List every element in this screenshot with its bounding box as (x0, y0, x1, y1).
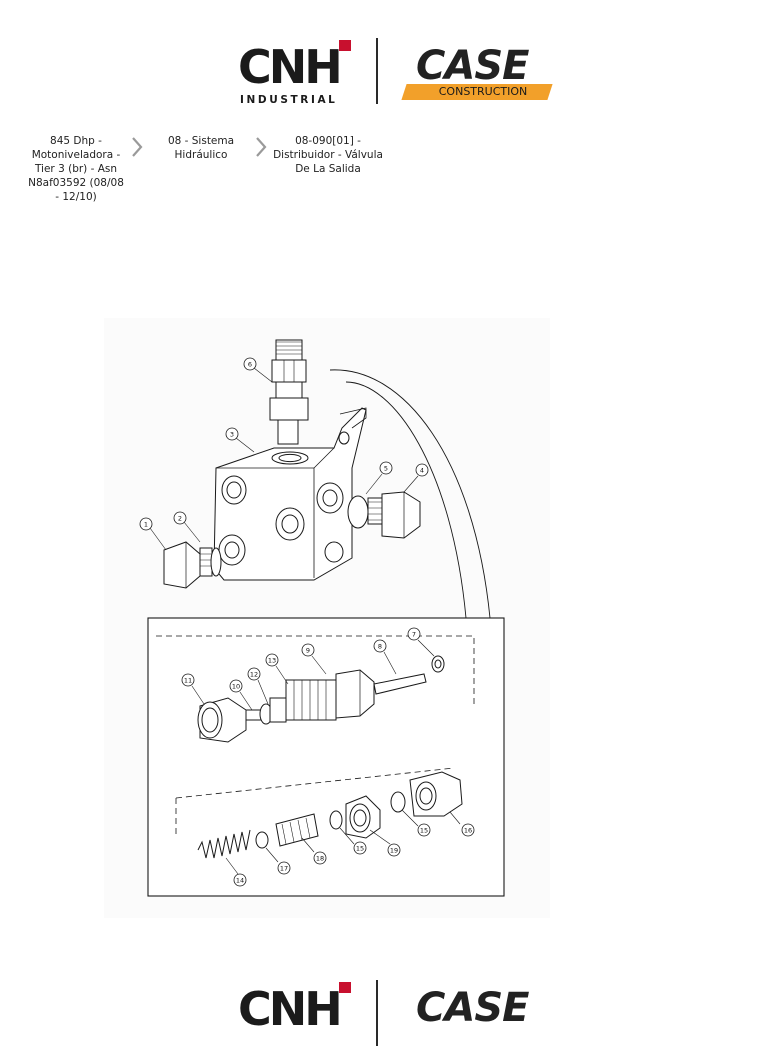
callout-17: 17 (265, 847, 291, 875)
cnh-logo-red-mark (339, 40, 351, 51)
svg-text:18: 18 (316, 855, 324, 863)
callout-6: 6 (243, 357, 273, 383)
callout-15a: 15 (339, 827, 367, 855)
breadcrumb: 845 Dhp - Motoniveladora - Tier 3 (br) -… (0, 132, 768, 212)
svg-text:6: 6 (248, 361, 252, 369)
header-logo-bar: CNH INDUSTRIAL CASE CONSTRUCTION (0, 36, 768, 116)
callout-4: 4 (403, 463, 429, 493)
svg-text:12: 12 (250, 671, 258, 679)
cnh-industrial-logo[interactable]: CNH INDUSTRIAL (238, 38, 352, 106)
callout-16: 16 (449, 811, 475, 837)
svg-text:4: 4 (420, 467, 424, 475)
svg-text:5: 5 (384, 465, 388, 473)
footer-logo-bar: CNH CASE (0, 978, 768, 1058)
callout-10: 10 (229, 679, 253, 711)
case-construction-logo[interactable]: CASE (404, 988, 556, 1046)
svg-text:17: 17 (280, 865, 288, 873)
svg-text:1: 1 (144, 521, 148, 529)
svg-text:10: 10 (232, 683, 240, 691)
case-construction-logo[interactable]: CASE CONSTRUCTION (401, 43, 556, 104)
svg-text:8: 8 (378, 643, 382, 651)
svg-text:15: 15 (420, 827, 428, 835)
callout-18: 18 (301, 837, 327, 865)
callout-12: 12 (247, 667, 269, 705)
logo-divider (376, 38, 378, 104)
svg-text:14: 14 (236, 877, 244, 885)
callout-13: 13 (265, 653, 289, 685)
fitting-part-6 (269, 339, 309, 445)
svg-text:2: 2 (178, 515, 182, 523)
spring-and-seat-parts (197, 771, 463, 859)
case-logo-subtitle: CONSTRUCTION (438, 85, 528, 98)
callout-1: 1 (139, 517, 167, 551)
detail-box (147, 617, 505, 897)
chevron-right-icon (132, 137, 143, 157)
breadcrumb-item-component[interactable]: 08-090[01] - Distribuidor - Válvula De L… (273, 135, 383, 175)
case-logo-word: CASE (416, 43, 529, 89)
plug-part-4 (347, 491, 421, 539)
callout-14: 14 (225, 857, 247, 887)
svg-text:11: 11 (184, 677, 192, 685)
callout-2: 2 (173, 511, 201, 543)
callout-5: 5 (365, 461, 393, 495)
callout-15b: 15 (401, 809, 431, 837)
svg-text:15: 15 (356, 845, 364, 853)
exploded-parts-diagram: 1 2 3 4 5 6 7 (104, 318, 550, 918)
cnh-logo-red-mark (339, 982, 351, 993)
breadcrumb-item-model[interactable]: 845 Dhp - Motoniveladora - Tier 3 (br) -… (28, 135, 124, 203)
chevron-right-icon (256, 137, 267, 157)
cnh-logo-subtitle: INDUSTRIAL (240, 94, 338, 106)
breadcrumb-item-system[interactable]: 08 - Sistema Hidráulico (167, 135, 235, 161)
callout-3: 3 (225, 427, 255, 453)
callout-9: 9 (301, 643, 327, 675)
svg-text:7: 7 (412, 631, 416, 639)
callout-19: 19 (369, 829, 401, 857)
svg-text:9: 9 (306, 647, 310, 655)
cnh-logo-letters: CNH (238, 982, 343, 1036)
callout-7: 7 (407, 627, 435, 657)
plug-part-1 (163, 541, 222, 589)
callout-11: 11 (181, 673, 205, 705)
callout-8: 8 (373, 639, 397, 675)
svg-text:13: 13 (268, 657, 276, 665)
valve-body-part-3 (213, 407, 367, 581)
cnh-industrial-logo[interactable]: CNH (238, 980, 352, 1048)
svg-text:19: 19 (390, 847, 398, 855)
case-logo-word: CASE (416, 985, 529, 1031)
cartridge-assembly (197, 655, 445, 743)
svg-text:3: 3 (230, 431, 234, 439)
cnh-logo-letters: CNH (238, 40, 343, 94)
logo-divider (376, 980, 378, 1046)
diagram-svg: 1 2 3 4 5 6 7 (139, 339, 505, 897)
svg-text:16: 16 (464, 827, 472, 835)
